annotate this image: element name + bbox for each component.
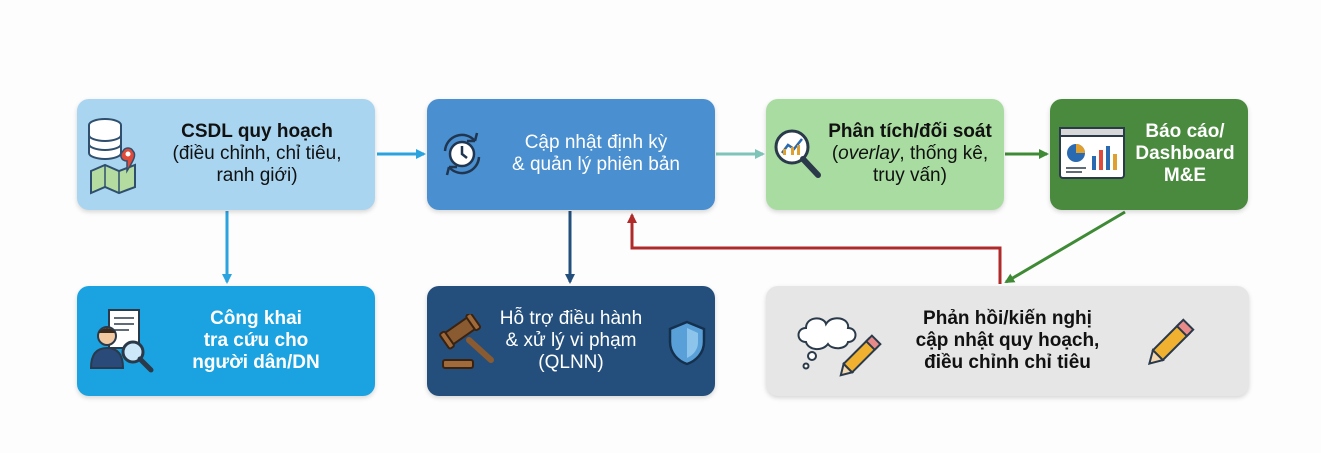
csdl-title: CSDL quy hoạch <box>181 121 333 142</box>
arrow-baocao-to-phanhoi <box>1004 210 1126 284</box>
node-phan-hoi-kien-nghi: Phản hồi/kiến nghị cập nhật quy hoạch, đ… <box>766 286 1249 396</box>
magnifier-chart-icon <box>774 129 821 178</box>
phanhoi-line1: Phản hồi/kiến nghị <box>923 308 1092 329</box>
congkhai-line1: Công khai <box>210 308 302 329</box>
arrow-phanhoi-feedback-to-capnhat <box>627 213 1002 284</box>
clock-refresh-icon <box>443 132 481 176</box>
thought-bubble-pencil-icon <box>797 317 882 377</box>
capnhat-line1: Cập nhật định kỳ <box>524 132 668 153</box>
baocao-line3: M&E <box>1163 165 1207 186</box>
node-phan-tich-doi-soat: Phân tích/đối soát (overlay, thống kê, t… <box>766 99 1004 210</box>
phantich-line3: truy vấn) <box>873 165 947 186</box>
baocao-line2: Dashboard <box>1135 143 1235 164</box>
dashboard-icon <box>1059 127 1125 179</box>
csdl-line3: ranh giới) <box>216 165 298 186</box>
baocao-line1: Báo cáo/ <box>1145 121 1225 142</box>
pencil-icon <box>1147 318 1195 366</box>
node-cong-khai: Công khai tra cứu cho người dân/DN <box>77 286 375 396</box>
node-cap-nhat-dinh-ky: Cập nhật định kỳ & quản lý phiên bản <box>427 99 715 210</box>
database-map-icon <box>88 118 136 195</box>
node-ho-tro-dieu-hanh: Hỗ trợ điều hành & xử lý vi phạm (QLNN) <box>427 286 715 396</box>
node-bao-cao-dashboard: Báo cáo/ Dashboard M&E <box>1050 99 1248 210</box>
node-csdl-quy-hoach: CSDL quy hoạch (điều chỉnh, chỉ tiêu, ra… <box>77 99 375 210</box>
gavel-icon <box>439 314 494 369</box>
phanhoi-line3: điều chỉnh chỉ tiêu <box>924 352 1091 373</box>
congkhai-line2: tra cứu cho <box>203 330 309 351</box>
csdl-line2: (điều chỉnh, chỉ tiêu, <box>172 143 342 164</box>
phantich-overlay-term: overlay <box>838 143 900 164</box>
congkhai-line3: người dân/DN <box>192 352 320 373</box>
phantich-title: Phân tích/đối soát <box>828 121 992 142</box>
person-document-search-icon <box>89 309 154 373</box>
hotro-line3: (QLNN) <box>538 352 604 373</box>
phanhoi-line2: cập nhật quy hoạch, <box>915 330 1100 351</box>
hotro-line1: Hỗ trợ điều hành <box>499 308 643 329</box>
capnhat-line2: & quản lý phiên bản <box>512 154 680 175</box>
shield-icon <box>668 320 706 366</box>
hotro-line2: & xử lý vi phạm <box>505 330 637 351</box>
phantich-line2: (overlay, thống kê, <box>831 143 989 164</box>
